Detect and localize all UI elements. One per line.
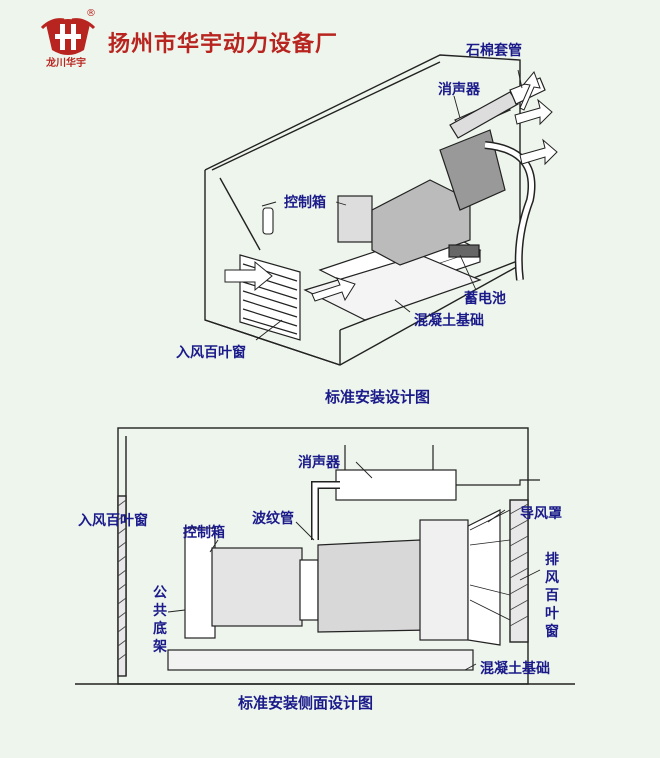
top-room-walls — [204, 54, 521, 366]
label-concrete-base-top: 混凝土基础 — [414, 313, 484, 329]
airflow-arrows — [224, 71, 558, 302]
top-generator — [303, 99, 512, 321]
label-common-frame: 公共底架 — [153, 585, 167, 655]
top-inlet-louver — [239, 254, 301, 341]
label-air-duct: 导风罩 — [520, 506, 562, 522]
logo-emblem-icon — [40, 18, 96, 55]
label-muffler-side: 消声器 — [298, 455, 340, 471]
label-inlet-louver-top: 入风百叶窗 — [176, 345, 246, 361]
side-muffler — [311, 445, 540, 540]
logo-text: 龙川华宇 — [46, 58, 86, 69]
label-asbestos-sleeve: 石棉套管 — [466, 43, 522, 59]
caption-side: 标准安装侧面设计图 — [238, 694, 374, 712]
company-title: 扬州市华宇动力设备厂 — [108, 31, 339, 57]
label-inlet-louver-side: 入风百叶窗 — [78, 513, 148, 529]
side-louver-hatch — [117, 499, 529, 661]
label-concrete-base-side: 混凝土基础 — [480, 661, 550, 677]
label-muffler-top: 消声器 — [438, 82, 480, 98]
caption-top: 标准安装设计图 — [325, 388, 431, 406]
label-control-box-top: 控制箱 — [284, 195, 326, 211]
fire-extinguisher-icon — [261, 201, 277, 235]
label-exhaust-louver: 排风百叶窗 — [545, 552, 559, 640]
side-room — [75, 427, 575, 685]
label-control-box-side: 控制箱 — [183, 525, 225, 541]
label-bellows: 波纹管 — [252, 511, 294, 527]
duct-rays — [469, 509, 511, 621]
company-logo — [38, 10, 98, 72]
label-battery: 蓄电池 — [464, 291, 506, 307]
registered-mark: ® — [86, 8, 96, 19]
